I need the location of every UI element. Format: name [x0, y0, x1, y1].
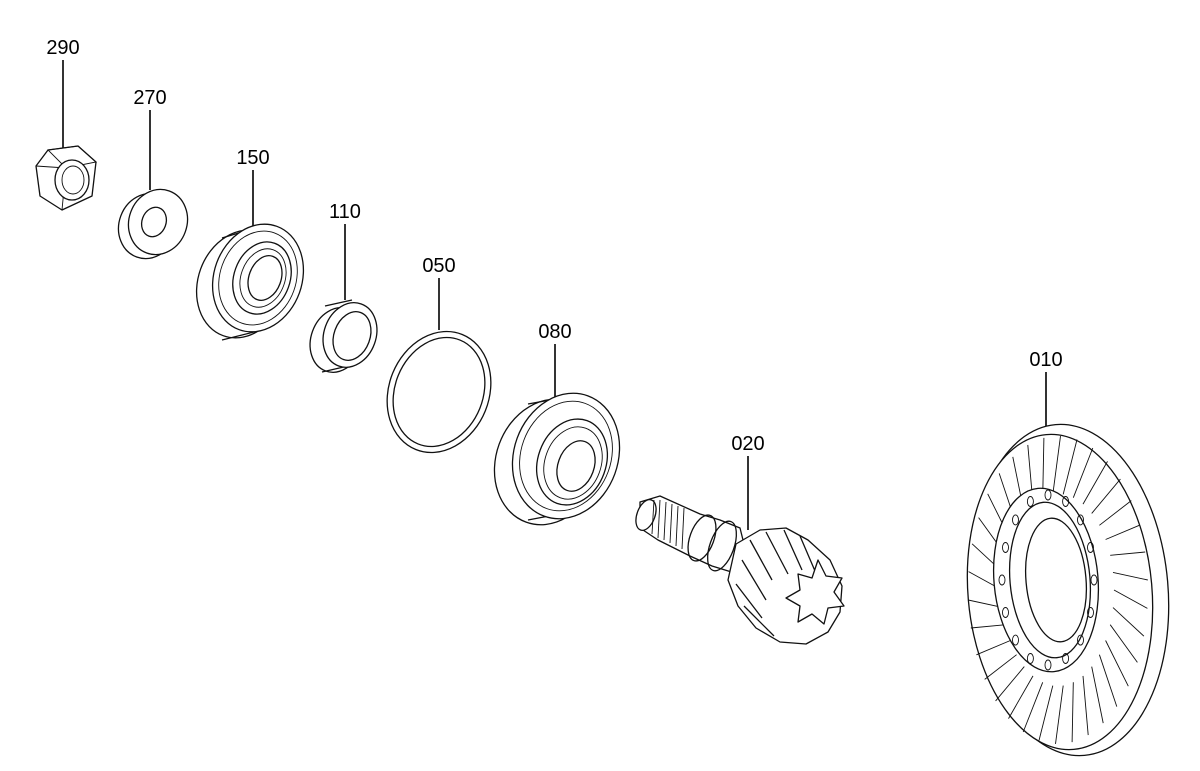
- part-label-150: 150: [236, 147, 269, 169]
- ring-gear-tooth: [1109, 624, 1138, 663]
- ring-gear-bolt-hole: [1062, 496, 1070, 507]
- part-label-270: 270: [133, 87, 166, 109]
- ring-gear-bolt-hole: [1087, 607, 1094, 618]
- ring-gear-tooth: [1105, 640, 1129, 687]
- ring-gear-tooth: [1110, 551, 1146, 556]
- ring-gear-bolt-hole: [1002, 542, 1009, 553]
- part-050-shim-ring[interactable]: [369, 278, 508, 468]
- ring-gear-tooth: [984, 654, 1017, 680]
- ring-gear-tooth: [1062, 439, 1078, 495]
- ring-gear-tooth: [1082, 461, 1108, 505]
- ring-gear-tooth: [1098, 654, 1118, 707]
- part-label-010: 010: [1029, 349, 1062, 371]
- ring-gear-bolt-hole: [1087, 542, 1094, 553]
- part-label-080: 080: [538, 321, 571, 343]
- part-label-290: 290: [46, 37, 79, 59]
- part-110-bearing-race[interactable]: [301, 224, 385, 380]
- part-label-050: 050: [422, 255, 455, 277]
- ring-gear-tooth: [1038, 685, 1054, 741]
- ring-gear-tooth: [1112, 571, 1148, 581]
- ring-gear-bolt-hole: [1012, 634, 1019, 646]
- ring-gear-tooth: [970, 624, 1006, 629]
- ring-gear-tooth: [1072, 447, 1094, 498]
- ring-gear-bolt-hole: [1062, 653, 1070, 664]
- ring-gear-bolt-hole: [1026, 496, 1034, 507]
- ring-gear-bolt-hole: [1077, 514, 1084, 526]
- ring-gear-tooth: [995, 666, 1025, 702]
- ring-gear-bolt-hole: [1090, 574, 1098, 586]
- ring-gear-tooth: [1082, 675, 1089, 736]
- ring-gear-bolt-hole: [1044, 659, 1052, 671]
- part-080-bearing[interactable]: [477, 344, 637, 540]
- part-020-pinion-shaft[interactable]: [632, 456, 845, 645]
- ring-gear-tooth: [1113, 589, 1148, 609]
- ring-gear-bolt-hole: [1077, 634, 1084, 646]
- ring-gear-bolt-hole: [1044, 489, 1052, 501]
- ring-gear-tooth: [1091, 478, 1121, 514]
- part-270-washer[interactable]: [109, 110, 196, 267]
- part-150-bearing[interactable]: [182, 170, 318, 351]
- part-010-ring-gear[interactable]: [955, 372, 1183, 764]
- part-label-110: 110: [329, 201, 361, 223]
- ring-gear-bolt-hole: [1026, 653, 1034, 664]
- ring-gear-tooth: [1008, 675, 1034, 719]
- ring-gear-tooth: [1112, 607, 1145, 637]
- ring-gear-tooth: [1071, 682, 1074, 743]
- ring-gear-bolt-hole: [1012, 514, 1019, 526]
- part-290-hex-nut[interactable]: [35, 60, 97, 211]
- part-label-020: 020: [731, 433, 764, 455]
- ring-gear-tooth: [1052, 436, 1061, 495]
- ring-gear-tooth: [1091, 666, 1104, 724]
- ring-gear-tooth: [1105, 524, 1140, 540]
- ring-gear-bolt-hole: [1002, 607, 1009, 618]
- ring-gear-tooth: [976, 640, 1011, 656]
- ring-gear-tooth: [1022, 682, 1044, 733]
- ring-gear-tooth: [1055, 685, 1064, 744]
- ring-gear-tooth: [1099, 500, 1132, 526]
- ring-gear-bolt-hole: [998, 574, 1006, 586]
